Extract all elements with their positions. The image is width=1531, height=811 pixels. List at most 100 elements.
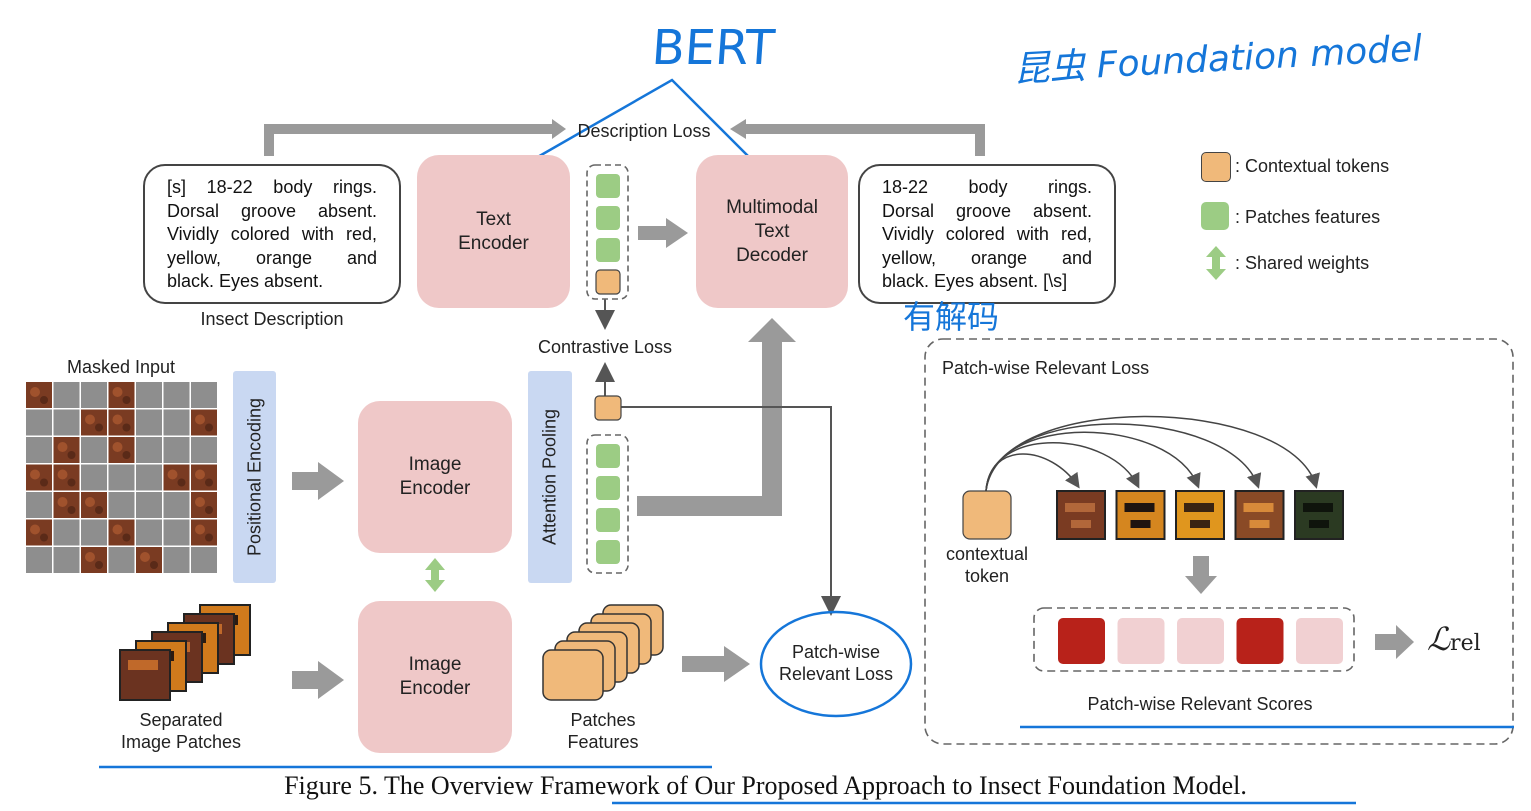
patch-texture — [195, 497, 205, 507]
relevance-score-cell — [1117, 618, 1165, 664]
patch-texture — [85, 497, 95, 507]
insect-patch — [1115, 490, 1166, 540]
contrastive-loss-label: Contrastive Loss — [537, 337, 673, 357]
description-line: 18-22 body rings. — [882, 177, 1092, 197]
bert-annotation: BERT — [650, 20, 777, 76]
description-line: yellow, orange and — [882, 247, 1092, 268]
relevant-scores-label: Patch-wise Relevant Scores — [1087, 694, 1313, 714]
patch-texture — [1309, 520, 1329, 528]
insect-patch — [1056, 490, 1106, 540]
patch-texture — [112, 387, 123, 397]
masked-patch — [108, 547, 135, 573]
patch-texture — [150, 561, 158, 569]
masked-patch — [53, 519, 80, 546]
l-rel-main: ℒ — [1427, 620, 1451, 658]
description-line-last: black. Eyes absent. [\s] — [882, 271, 1068, 291]
patch-texture — [57, 469, 68, 480]
image-contextual-token — [594, 395, 622, 421]
masked-input-grid — [26, 382, 217, 573]
image-encoder-bottom: Image Encoder — [358, 601, 512, 753]
text-token-patch-2 — [596, 206, 620, 230]
patch-texture — [122, 396, 131, 404]
patch-texture — [1130, 520, 1151, 528]
panel-insect-patches — [1056, 490, 1344, 540]
text-encoder-label: Text Encoder — [458, 208, 529, 254]
description-line: yellow, orange and — [167, 247, 377, 268]
patch-texture — [57, 442, 68, 452]
description-loss-arrows — [264, 119, 985, 156]
patch-texture — [30, 469, 40, 480]
patch-texture — [140, 552, 150, 562]
masked-patch — [53, 547, 80, 573]
masked-patch — [163, 382, 190, 408]
patch-texture — [167, 469, 178, 480]
image-patches-box — [586, 434, 629, 574]
relevance-score-cell — [1058, 618, 1105, 664]
patch-texture — [67, 451, 76, 459]
legend-contextual-swatch — [1201, 152, 1231, 182]
patch-texture — [67, 506, 76, 514]
patch-texture — [95, 561, 103, 569]
patch-texture — [85, 414, 95, 425]
patch-texture — [205, 533, 213, 542]
text-tokens-box — [586, 164, 629, 300]
patch-texture — [40, 533, 48, 542]
separated-patches-label: Separated Image Patches — [120, 710, 242, 752]
patch-texture — [205, 506, 213, 514]
legend-patches-text: : Patches features — [1235, 207, 1381, 227]
masked-patch — [136, 492, 162, 518]
patch-texture — [1243, 503, 1274, 512]
masked-patch — [53, 382, 80, 408]
attention-pooling-label: Attention Pooling — [539, 408, 560, 546]
decoder-note-annotation: 有解码 — [903, 298, 1000, 336]
image-encoder-bottom-label: Image Encoder — [399, 654, 471, 699]
masked-patch — [163, 409, 190, 436]
multimodal-decoder-label: Multimodal Text Decoder — [726, 196, 818, 266]
patch-texture — [1124, 503, 1155, 512]
patch-texture — [30, 524, 40, 535]
patch-texture — [30, 387, 40, 397]
patchwise-loss-node-label: Patch-wise Relevant Loss — [778, 642, 894, 684]
masked-patch — [81, 437, 107, 463]
patches-features-stack — [542, 604, 664, 701]
l-rel-symbol: ℒrel — [1427, 620, 1481, 658]
masked-patch — [136, 382, 162, 408]
panel-contextual-token — [962, 490, 1012, 540]
insect-patch — [1294, 490, 1344, 540]
shared-weights-icon — [425, 558, 445, 592]
description-line: Dorsal groove absent. — [882, 200, 1092, 221]
patch-texture — [122, 451, 131, 459]
patch-texture — [1071, 520, 1091, 528]
masked-patch — [26, 547, 52, 573]
masked-patch — [81, 382, 107, 408]
masked-patch — [191, 382, 217, 408]
positional-encoding-label: Positional Encoding — [244, 397, 264, 557]
patch-texture — [95, 423, 103, 432]
patch-texture — [1303, 503, 1333, 512]
masked-patch — [163, 437, 190, 463]
attention-pooling-bar: Attention Pooling — [528, 371, 572, 583]
patch-texture — [1065, 503, 1095, 512]
patches-features-label: Patches Features — [567, 710, 639, 752]
feature-card — [542, 649, 604, 701]
patch-texture — [195, 469, 205, 480]
relevance-score-cell — [1236, 618, 1284, 664]
positional-encoding-bar: Positional Encoding — [233, 371, 276, 583]
legend-shared-text: : Shared weights — [1235, 253, 1370, 273]
masked-patch — [53, 409, 80, 436]
bert-annotation-lines — [521, 78, 769, 177]
patch-texture — [1190, 520, 1210, 528]
output-description-box: 18-22 body rings.Dorsal groove absent.Vi… — [858, 164, 1116, 304]
masked-patch — [191, 437, 217, 463]
masked-patch — [108, 464, 135, 491]
patchwise-panel-title: Patch-wise Relevant Loss — [942, 358, 1150, 378]
description-line: [s] 18-22 body rings. — [167, 177, 377, 197]
text-token-patch-3 — [596, 238, 620, 262]
insect-description-label: Insect Description — [200, 309, 344, 329]
masked-patch — [81, 464, 107, 491]
separated-patches-stack — [119, 604, 251, 701]
masked-patch — [26, 437, 52, 463]
patch-texture — [67, 478, 76, 487]
patch-texture — [85, 552, 95, 562]
text-token-contextual — [595, 269, 621, 295]
